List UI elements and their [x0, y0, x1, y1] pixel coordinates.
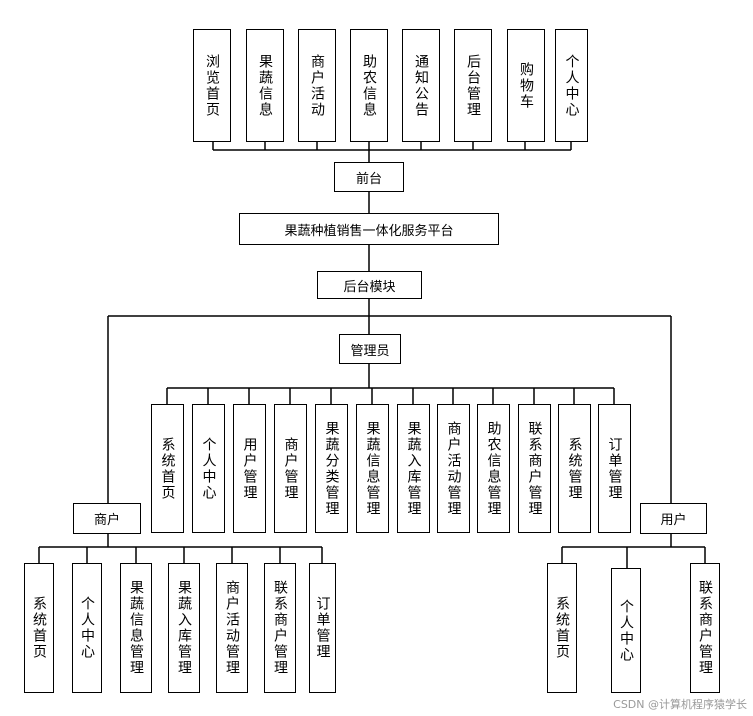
admin-item-system-mgmt: 系统管理: [558, 404, 591, 533]
node-label: 系统管理: [566, 436, 583, 501]
merchant-item-activity-mgmt: 商户活动管理: [216, 563, 248, 693]
user-item-system-home: 系统首页: [547, 563, 577, 693]
node-label: 商户活动管理: [224, 580, 240, 676]
frontend-item-notices: 通知公告: [402, 29, 440, 142]
node-label: 果蔬信息管理: [364, 420, 381, 517]
frontend-hub: 前台: [334, 162, 404, 192]
user-hub: 用户: [640, 503, 707, 534]
admin-item-stock-in-mgmt: 果蔬入库管理: [397, 404, 430, 533]
frontend-item-produce-info: 果蔬信息: [246, 29, 284, 142]
merchant-item-contact-mgmt: 联系商户管理: [264, 563, 296, 693]
node-label: 果蔬分类管理: [323, 420, 340, 517]
node-label: 通知公告: [413, 53, 429, 118]
node-label: 联系商户管理: [272, 580, 288, 676]
platform-root: 果蔬种植销售一体化服务平台: [239, 213, 499, 245]
backend-hub: 后台模块: [317, 271, 422, 299]
merchant-hub: 商户: [73, 503, 141, 534]
node-label: 个人中心: [200, 436, 217, 501]
node-label: 购物车: [518, 61, 534, 110]
node-label: 个人中心: [618, 598, 634, 663]
admin-item-category-mgmt: 果蔬分类管理: [315, 404, 348, 533]
frontend-item-backend-admin: 后台管理: [454, 29, 492, 142]
node-label: 商户管理: [282, 436, 299, 501]
admin-hub: 管理员: [339, 334, 401, 364]
admin-item-merchant-activity-mgmt: 商户活动管理: [437, 404, 470, 533]
user-item-profile: 个人中心: [611, 568, 641, 693]
frontend-item-profile: 个人中心: [555, 29, 588, 142]
admin-item-user-mgmt: 用户管理: [233, 404, 266, 533]
node-label: 后台管理: [465, 53, 481, 118]
admin-item-farm-aid-mgmt: 助农信息管理: [477, 404, 510, 533]
node-label: 联系商户管理: [697, 580, 713, 676]
user-item-contact-merchant-mgmt: 联系商户管理: [690, 563, 720, 693]
node-label: 商户活动管理: [445, 420, 462, 517]
admin-item-order-mgmt: 订单管理: [598, 404, 631, 533]
merchant-item-system-home: 系统首页: [24, 563, 54, 693]
node-label: 联系商户管理: [526, 420, 543, 517]
watermark: CSDN @计算机程序猿学长: [613, 698, 747, 711]
node-label: 订单管理: [606, 436, 623, 501]
node-label: 系统首页: [159, 436, 176, 501]
admin-item-produce-info-mgmt: 果蔬信息管理: [356, 404, 389, 533]
admin-item-contact-merchant-mgmt: 联系商户管理: [518, 404, 551, 533]
frontend-item-farm-aid-info: 助农信息: [350, 29, 388, 142]
frontend-item-cart: 购物车: [507, 29, 545, 142]
node-label: 个人中心: [563, 53, 580, 118]
node-label: 个人中心: [79, 596, 95, 660]
node-label: 系统首页: [31, 596, 47, 660]
node-label: 系统首页: [554, 596, 570, 660]
admin-item-profile: 个人中心: [192, 404, 225, 533]
merchant-item-produce-info-mgmt: 果蔬信息管理: [120, 563, 152, 693]
frontend-item-merchant-activity: 商户活动: [298, 29, 336, 142]
frontend-item-browse-home: 浏览首页: [193, 29, 231, 142]
admin-item-merchant-mgmt: 商户管理: [274, 404, 307, 533]
node-label: 果蔬信息管理: [128, 580, 144, 676]
node-label: 果蔬入库管理: [176, 580, 192, 676]
merchant-item-order-mgmt: 订单管理: [309, 563, 336, 693]
node-label: 订单管理: [314, 596, 331, 660]
node-label: 助农信息管理: [485, 420, 502, 517]
merchant-item-profile: 个人中心: [72, 563, 102, 693]
node-label: 用户管理: [241, 436, 258, 501]
node-label: 商户活动: [309, 53, 325, 118]
node-label: 浏览首页: [204, 53, 220, 118]
node-label: 助农信息: [361, 53, 377, 118]
node-label: 果蔬信息: [257, 53, 273, 118]
merchant-item-stock-in-mgmt: 果蔬入库管理: [168, 563, 200, 693]
node-label: 果蔬入库管理: [405, 420, 422, 517]
admin-item-system-home: 系统首页: [151, 404, 184, 533]
